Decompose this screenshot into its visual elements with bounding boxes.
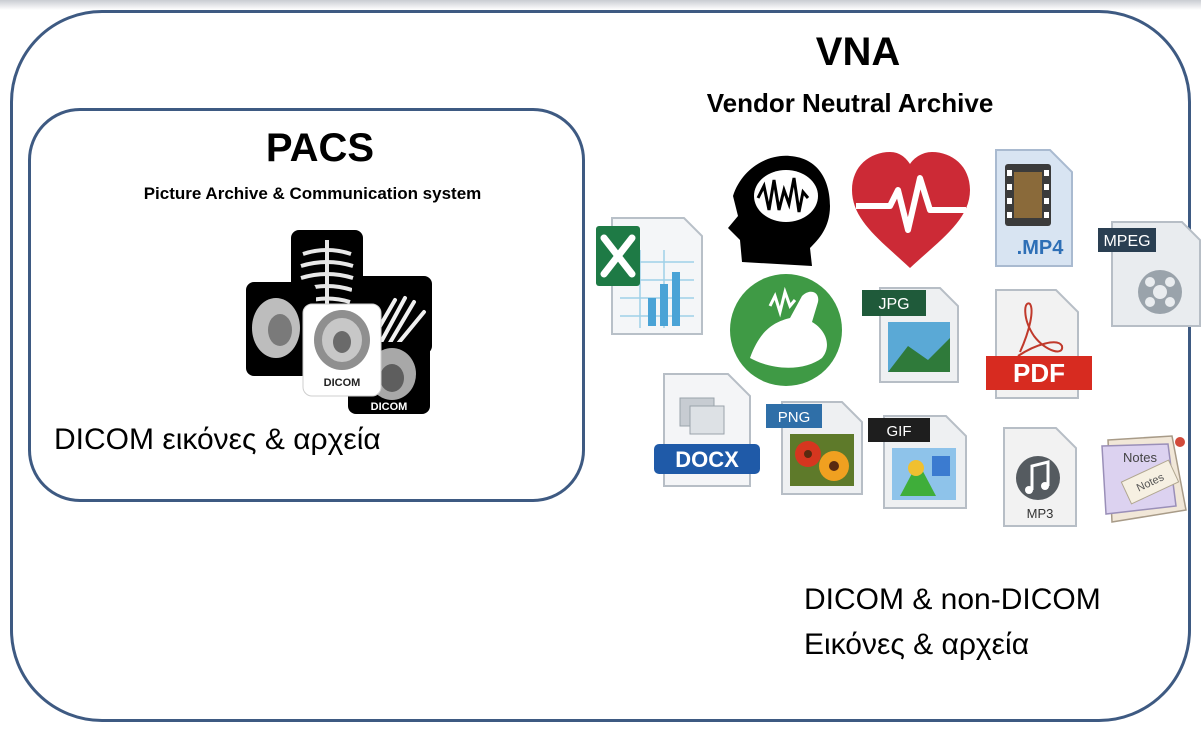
pdf-label: PDF [1013,358,1065,388]
dicom-images-icon: DICOM DICOM [246,230,432,414]
excel-file-icon [596,217,703,335]
pacs-container-box [28,108,585,502]
vna-container-box [10,10,1191,722]
mp3-label: MP3 [1027,506,1054,521]
gif-label: GIF [887,423,912,440]
mpeg-label: MPEG [1103,233,1150,250]
notes-icon: Notes Notes [1101,435,1187,523]
vna-subtitle: Vendor Neutral Archive [706,88,994,118]
pacs-caption: DICOM εικόνες & αρχεία [54,423,381,456]
notes-label-1: Notes [1123,450,1157,465]
mp4-file-icon: .MP4 [995,149,1073,267]
vna-caption-line2: Εικόνες & αρχεία [804,628,1030,661]
mp3-file-icon: MP3 [1003,427,1077,527]
gif-file-icon: GIF [868,415,967,509]
top-shadow-bar [0,0,1201,10]
png-file-icon: PNG [766,401,863,495]
pacs-subtitle: Picture Archive & Communication system [143,184,482,203]
pacs-title: PACS [265,126,375,170]
dicom-label-1: DICOM [324,377,361,389]
vna-caption-line1: DICOM & non-DICOM [804,583,1101,616]
jpg-label: JPG [878,296,909,313]
brain-head-icon [728,155,830,266]
jpg-file-icon: JPG [862,287,959,383]
muscle-arm-icon [730,274,842,386]
docx-file-icon: DOCX [654,373,760,487]
heart-pulse-icon [852,152,970,268]
dicom-label-2: DICOM [371,401,408,413]
docx-label: DOCX [675,447,739,472]
mpeg-file-icon: MPEG [1098,221,1201,327]
png-label: PNG [778,409,811,426]
pdf-file-icon: PDF [986,289,1092,399]
mp4-label: .MP4 [1017,237,1065,259]
vna-title: VNA [815,30,901,74]
